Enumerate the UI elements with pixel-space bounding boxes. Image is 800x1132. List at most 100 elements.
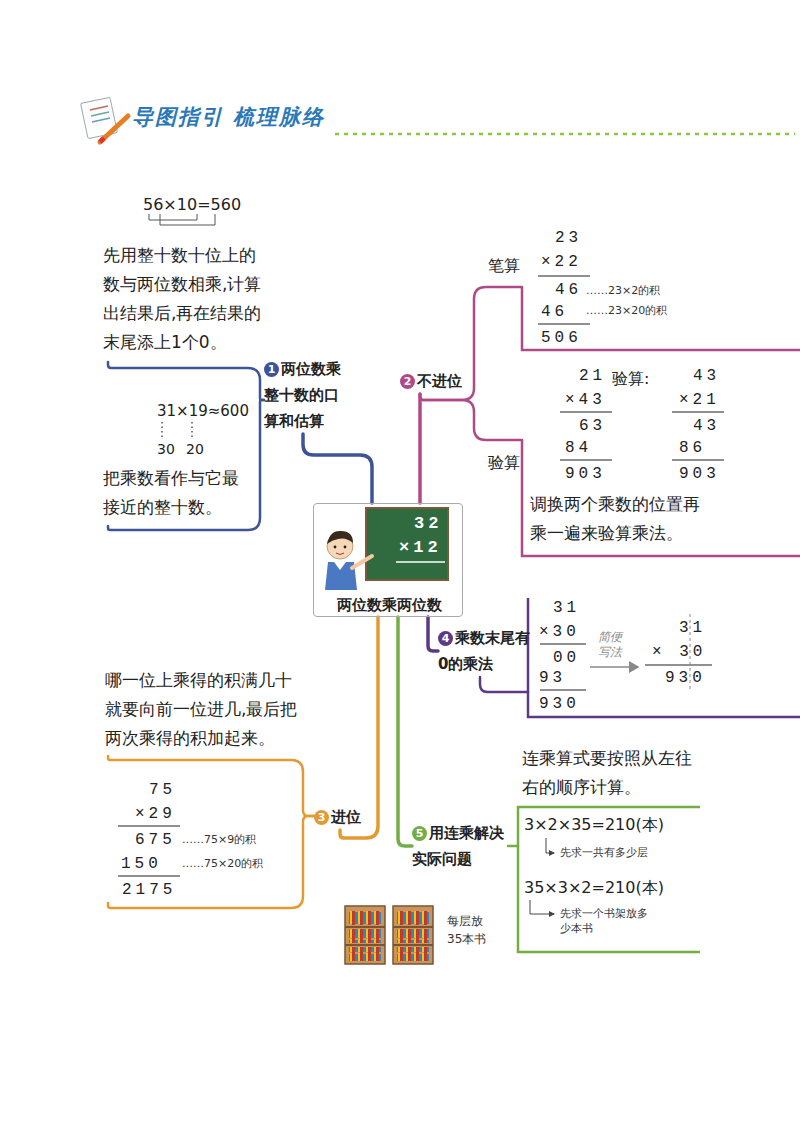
- branch-line: [303, 434, 372, 503]
- branch-line: [108, 816, 314, 908]
- leaf-group: 连乘算式要按照从左往右的顺序计算。 3×2×35=210(本) 先求一共有多少层 35…: [518, 742, 800, 960]
- step-label: 笔算: [488, 255, 520, 277]
- branch-node: 2不进位: [400, 368, 472, 394]
- body-text: 调换两个乘数的位置再乘一遍来验算乘法。: [530, 490, 710, 548]
- leaf-group: 31 ×30 0093 930 简便写法 31 × 30 930: [528, 594, 800, 717]
- leaf-group: 笔算23×224646506……23×2的积……23×20的积: [522, 222, 800, 350]
- branch-line: [398, 617, 412, 846]
- digit-row: 31: [553, 598, 580, 618]
- digit-row: 84: [565, 438, 592, 458]
- digit-row: ×43: [565, 390, 606, 410]
- leaf-group: 75 ×29 675 150 2175 ……75×9的积 ……75×20的积: [100, 775, 305, 903]
- picture-caption: 每层放35本书: [447, 912, 495, 948]
- body-text: 连乘算式要按照从左往右的顺序计算。: [522, 744, 702, 802]
- formula-text: 56×10=560: [143, 195, 241, 215]
- leaf-group: 31×19≈6003020把乘数看作与它最接近的整十数。: [100, 398, 260, 526]
- branch-line: [108, 362, 264, 400]
- step-label: 验算:: [612, 368, 649, 390]
- digit-row: 2175: [122, 880, 176, 900]
- partial-note: 先求一共有多少层: [560, 846, 648, 860]
- digit-row: ×29: [135, 804, 176, 824]
- branch-number: 5: [412, 826, 427, 841]
- digit-row: 46: [555, 280, 582, 300]
- digit-row: ×30: [539, 622, 580, 642]
- hint-note: 先求一个书架放多少本书: [560, 906, 652, 936]
- digit-bracket: [149, 214, 215, 225]
- rounded-number: 20: [186, 440, 204, 458]
- digit-row: 23: [555, 228, 582, 248]
- partial-note: ……23×20的积: [586, 304, 667, 318]
- partial-note: ……23×2的积: [586, 284, 660, 298]
- rounded-number: 30: [157, 440, 175, 458]
- digit-row: 46: [541, 302, 568, 322]
- branch-line: [340, 617, 378, 838]
- digit-row: ×21: [679, 390, 720, 410]
- title-icon: [81, 97, 128, 142]
- digit-row: 43: [693, 366, 720, 386]
- formula-text: 35×3×2=210(本): [524, 878, 664, 898]
- branch-number: 4: [438, 631, 453, 646]
- title-rule: [335, 133, 795, 136]
- center-caption: 两位数乘两位数: [316, 596, 462, 614]
- body-text: 先用整十数十位上的数与两位数相乘,计算出结果后,再在结果的末尾添上1个0。: [103, 241, 268, 357]
- branch-node: 3进位: [314, 804, 372, 830]
- shortcut-arrow: [590, 666, 638, 668]
- estimate-dots: [162, 422, 192, 438]
- blackboard: [366, 508, 448, 580]
- branch-node: 4乘数末尾有0的乘法: [438, 625, 530, 677]
- digit-row: 150: [121, 854, 162, 874]
- branch-number: 2: [400, 374, 415, 389]
- branch-number: 3: [314, 810, 329, 825]
- leaf-group: 21×436384903验算:43×214386903验算调换两个乘数的位置再乘…: [522, 360, 800, 556]
- digit-row: 00: [553, 648, 580, 668]
- branch-number: 1: [264, 362, 279, 377]
- shortcut-note: 简便写法: [598, 630, 628, 660]
- digit-row: × 30: [652, 642, 706, 662]
- digit-row: 31: [679, 618, 706, 638]
- bookshelf: [345, 906, 433, 964]
- branch-label: 进位: [331, 808, 361, 826]
- hint-leader: [546, 838, 554, 853]
- digit-row: 903: [679, 464, 720, 484]
- board-digits: ×12: [399, 537, 442, 559]
- branch-node: 1两位数乘整十数的口算和估算: [264, 356, 344, 434]
- digit-row: 75: [149, 780, 176, 800]
- digit-row: 675: [135, 830, 176, 850]
- page-title: 导图指引 梳理脉络: [132, 104, 325, 130]
- body-text: 哪一位上乘得的积满几十就要向前一位进几,最后把两次乘得的积加起来。: [105, 666, 305, 753]
- digit-row: 506: [541, 328, 582, 348]
- digit-row: ×22: [541, 252, 582, 272]
- digit-row: 63: [579, 416, 606, 436]
- column-rules: [118, 276, 724, 876]
- branch-line: [508, 845, 518, 848]
- digit-row: 43: [693, 416, 720, 436]
- branch-node: 5用连乘解决实际问题: [412, 820, 508, 872]
- partial-note: ……75×20的积: [182, 857, 263, 871]
- branch-line: [428, 617, 438, 651]
- center-box: 32×12 两位数乘两位数: [313, 503, 463, 617]
- digit-row: 21: [579, 366, 606, 386]
- formula-text: 3×2×35=210(本): [524, 815, 664, 835]
- hint-leader: [530, 900, 554, 914]
- partial-note: ……75×9的积: [182, 833, 256, 847]
- student-figure: [325, 531, 372, 590]
- digit-row: 903: [565, 464, 606, 484]
- digit-row: 930: [665, 668, 706, 688]
- branch-line: [418, 394, 422, 503]
- branch-line: [480, 677, 528, 692]
- digit-row: 930: [539, 694, 580, 714]
- branch-bracket: [522, 287, 800, 556]
- leaf-group: 哪一位上乘得的积满几十就要向前一位进几,最后把两次乘得的积加起来。: [100, 662, 307, 756]
- digit-row: 93: [539, 668, 566, 688]
- branch-line: [420, 394, 522, 440]
- digit-row: 86: [679, 438, 706, 458]
- branch-bracket: [518, 807, 700, 952]
- step-label: 验算: [488, 452, 520, 474]
- branch-bracket: [528, 598, 800, 717]
- body-text: 把乘数看作与它最接近的整十数。: [103, 464, 248, 522]
- board-digits: 32: [414, 513, 442, 535]
- branch-label: 不进位: [417, 372, 462, 390]
